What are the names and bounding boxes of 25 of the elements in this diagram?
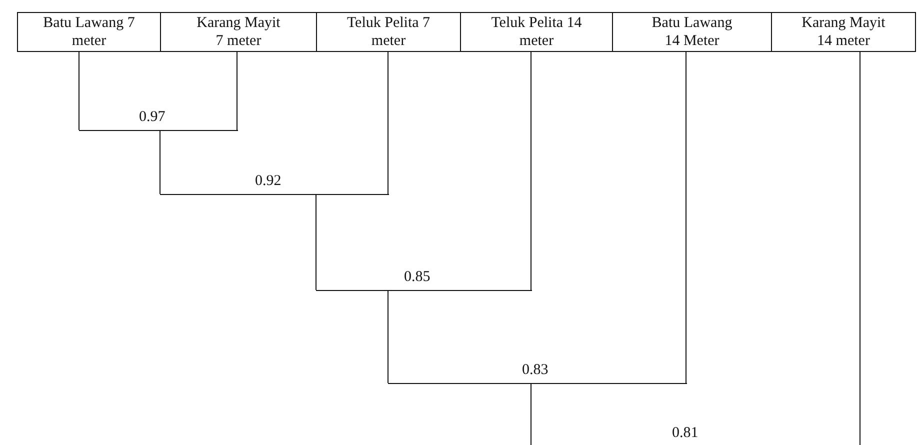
sample-label: Karang Mayit 7 meter [196, 14, 282, 50]
sample-label: Teluk Pelita 7 meter [346, 14, 432, 50]
sample-box [160, 12, 317, 52]
dendrogram-branch [78, 52, 80, 130]
similarity-value: 0.85 [404, 268, 430, 286]
cluster-bar [388, 361, 687, 384]
cluster-bar [79, 108, 238, 131]
sample-box [612, 12, 772, 52]
cluster-bar [316, 268, 532, 291]
sample-label: Teluk Pelita 14 meter [490, 14, 582, 50]
sample-label: Batu Lawang 7 meter [43, 14, 135, 50]
cluster-bar [160, 172, 389, 195]
sample-box [17, 12, 161, 52]
similarity-value: 0.97 [139, 108, 166, 126]
dendrogram-branch [530, 52, 532, 290]
sample-label: Batu Lawang 14 Meter [650, 14, 734, 50]
similarity-value: 0.81 [672, 424, 698, 442]
sample-label: Karang Mayit 14 meter [800, 14, 886, 50]
sample-box [771, 12, 916, 52]
sample-box [316, 12, 461, 52]
dendrogram-branch [530, 382, 532, 445]
sample-box [460, 12, 613, 52]
dendrogram-branch [236, 52, 238, 130]
similarity-value: 0.92 [255, 172, 282, 190]
similarity-value: 0.83 [522, 361, 548, 379]
